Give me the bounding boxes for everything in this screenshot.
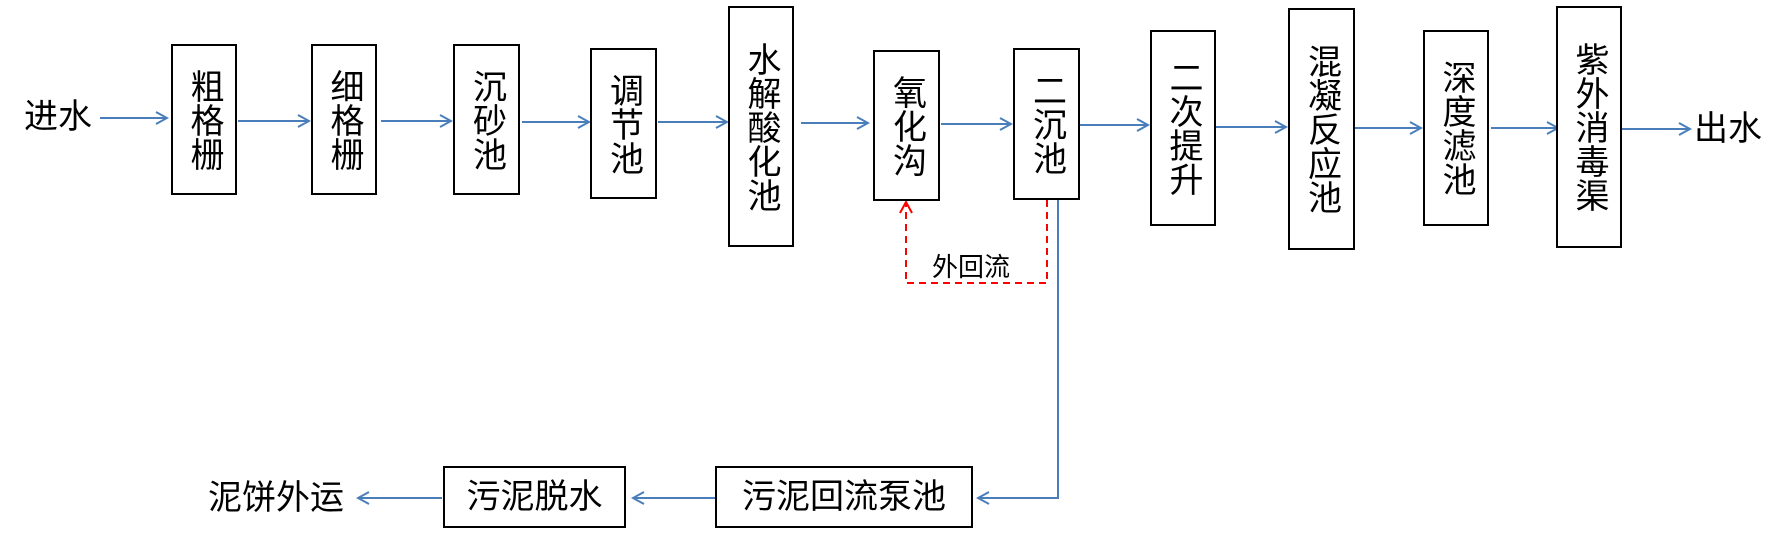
grit-chamber-label: 沉砂池 — [466, 68, 507, 171]
sludge-line-to-pump — [978, 200, 1059, 498]
coarse-screen-label: 粗格栅 — [184, 68, 224, 171]
sludge-return-pump-tank-label: 污泥回流泵池 — [742, 477, 946, 517]
secondary-lift-label: 二次提升 — [1163, 60, 1203, 196]
outlet-label: 出水 — [1694, 109, 1762, 149]
external-recycle-label: 外回流 — [932, 253, 1011, 283]
uv-disinfection-channel-box: 紫外消毒渠 — [1556, 6, 1622, 248]
uv-disinfection-channel-label: 紫外消毒渠 — [1569, 42, 1609, 212]
deep-filter-box: 深度滤池 — [1423, 30, 1489, 226]
coagulation-reaction-tank-label: 混凝反应池 — [1301, 44, 1342, 214]
secondary-lift-box: 二次提升 — [1150, 30, 1216, 226]
external-recycle-line — [906, 200, 1048, 284]
deep-filter-label: 深度滤池 — [1436, 60, 1476, 196]
secondary-clarifier-box: 二沉池 — [1013, 48, 1080, 200]
sludge-dewatering-label: 污泥脱水 — [466, 477, 603, 517]
fine-screen-label: 细格栅 — [324, 68, 364, 171]
coarse-screen-box: 粗格栅 — [171, 44, 237, 195]
equalization-tank-label: 调节池 — [603, 72, 644, 175]
sludge-cake-output-label: 泥饼外运 — [208, 478, 344, 518]
grit-chamber-box: 沉砂池 — [453, 44, 520, 195]
hydrolysis-acidification-tank-label: 水解酸化池 — [741, 41, 781, 212]
sludge-return-pump-tank-box: 污泥回流泵池 — [715, 466, 973, 528]
fine-screen-box: 细格栅 — [311, 44, 377, 195]
inlet-label: 进水 — [24, 97, 92, 137]
oxidation-ditch-label: 氧化沟 — [886, 74, 927, 177]
sludge-dewatering-box: 污泥脱水 — [443, 466, 626, 528]
oxidation-ditch-box: 氧化沟 — [873, 50, 940, 201]
coagulation-reaction-tank-box: 混凝反应池 — [1288, 8, 1355, 250]
equalization-tank-box: 调节池 — [590, 48, 657, 199]
secondary-clarifier-label: 二沉池 — [1026, 73, 1067, 175]
hydrolysis-acidification-tank-box: 水解酸化池 — [728, 6, 794, 247]
